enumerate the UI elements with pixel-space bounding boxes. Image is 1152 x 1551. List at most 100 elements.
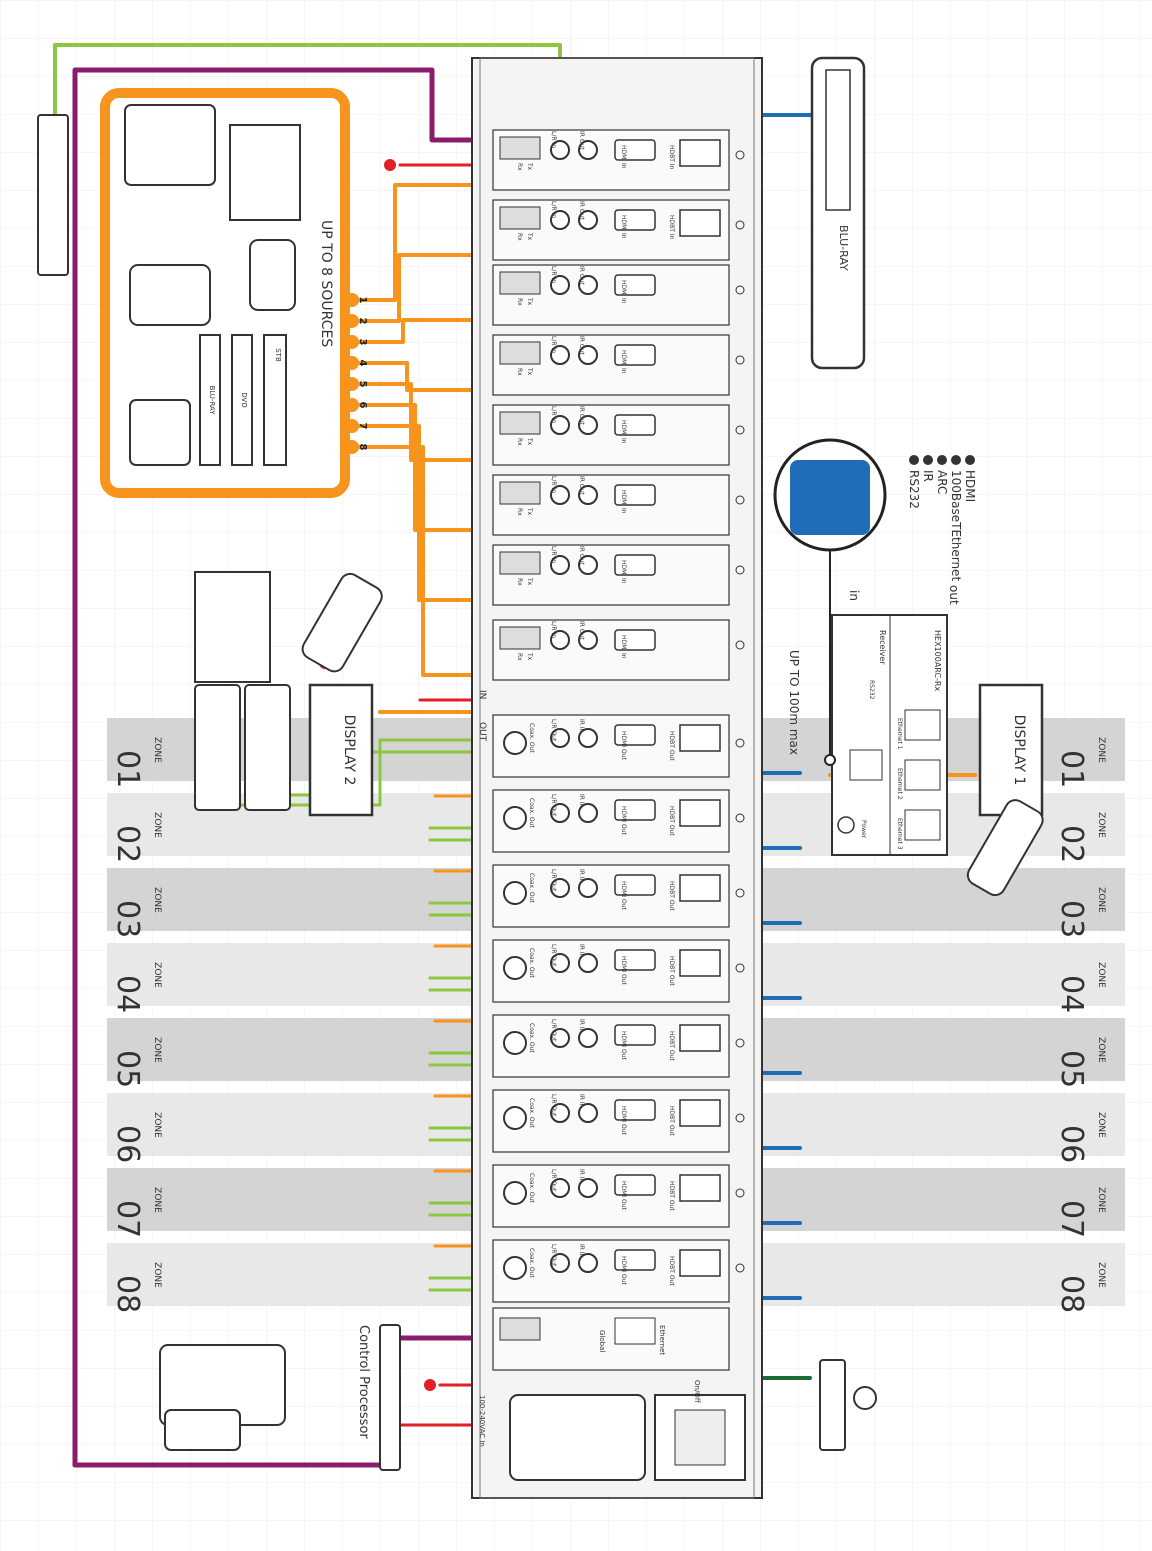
source-number-6: 6 xyxy=(357,402,368,409)
zone-number-left-5: 05 xyxy=(110,1050,145,1088)
legend-letter-C: C xyxy=(937,468,944,472)
power-inlet xyxy=(509,1394,646,1481)
control-wire-top xyxy=(72,67,503,1468)
lr-out-jack xyxy=(550,803,570,823)
zone-number-left-3: 03 xyxy=(110,900,145,938)
coax-out-jack xyxy=(503,1106,527,1130)
output-hdmi-label-7: HDMI Out xyxy=(620,1181,627,1211)
output-ir-label-7: IR In xyxy=(578,1169,585,1183)
output-card-4 xyxy=(492,939,745,1003)
input-card-3 xyxy=(492,264,745,326)
output-card-8 xyxy=(492,1239,745,1303)
output-card-6 xyxy=(492,1089,745,1153)
rs232-terminal xyxy=(499,206,541,230)
remote-right xyxy=(966,799,1044,897)
input-tx-label-5: Tx xyxy=(526,437,533,446)
output-ir-label-5: IR In xyxy=(578,1019,585,1033)
rs232-terminal xyxy=(499,341,541,365)
card-screw xyxy=(735,565,745,575)
output-hdmi-label-6: HDMI Out xyxy=(620,1106,627,1136)
zone-word-right-7: ZONE xyxy=(1096,1187,1106,1213)
hdmi-in-port xyxy=(614,139,656,161)
input-hdmi-label-6: HDMI In xyxy=(620,490,627,514)
zone-number-right-6: 06 xyxy=(1054,1125,1089,1163)
hdmi-out-port xyxy=(614,874,656,896)
legend-letter-D: D xyxy=(923,468,930,473)
input-card-6 xyxy=(492,474,745,536)
receiver-eth1-label: Ethernet 1 xyxy=(896,718,903,750)
zone-word-right-4: ZONE xyxy=(1096,962,1106,988)
lr-out-jack xyxy=(550,728,570,748)
hdmi-in-port xyxy=(614,344,656,366)
source-port-6 xyxy=(345,398,359,412)
lr-in-jack xyxy=(550,275,570,295)
input-ir-label-6: IR Out xyxy=(578,476,585,495)
card-screw xyxy=(735,495,745,505)
source-number-3: 3 xyxy=(357,339,368,346)
zone-word-right-2: ZONE xyxy=(1096,812,1106,838)
input-tx-label-3: Tx xyxy=(526,297,533,306)
output-hdbt-label-7: HDBT Out xyxy=(668,1181,675,1211)
ir-in-jack xyxy=(578,1178,598,1198)
camera-icon xyxy=(129,399,191,466)
output-lr-label-7: L/R Out xyxy=(550,1169,557,1192)
globe-icon xyxy=(853,1386,877,1410)
ir-in-jack xyxy=(578,728,598,748)
ir-out-jack xyxy=(578,275,598,295)
input-card-4 xyxy=(492,334,745,396)
hdbt-out-port xyxy=(679,874,721,902)
coax-out-jack xyxy=(503,956,527,980)
display-2-label: DISPLAY 2 xyxy=(341,715,357,786)
power-switch-rocker xyxy=(674,1409,726,1466)
hdmi-out-port xyxy=(614,799,656,821)
zone-word-right-5: ZONE xyxy=(1096,1037,1106,1063)
source-port-3 xyxy=(345,335,359,349)
input-tx-label-1: Tx xyxy=(526,162,533,171)
chassis-inner xyxy=(479,57,755,1499)
output-lr-label-4: L/R Out xyxy=(550,944,557,967)
input-rx-label-8: Rx xyxy=(516,653,523,661)
output-lr-label-3: L/R Out xyxy=(550,869,557,892)
zone-number-left-8: 08 xyxy=(110,1275,145,1313)
card-screw xyxy=(735,1188,745,1198)
zone-number-right-1: 01 xyxy=(1054,750,1089,788)
phone-icon xyxy=(164,1409,241,1451)
zone-word-right-8: ZONE xyxy=(1096,1262,1106,1288)
display-1-label: DISPLAY 1 xyxy=(1011,715,1027,786)
coax-out-jack xyxy=(503,731,527,755)
zone-word-left-6: ZONE xyxy=(152,1112,162,1138)
bluray-tray xyxy=(825,69,851,211)
matrix-power-label: 100-240VAC In xyxy=(478,1395,486,1447)
legend-text-B: 100BaseTEthernet xyxy=(949,470,963,581)
ir-in-jack xyxy=(578,953,598,973)
rs232-terminal xyxy=(499,481,541,505)
ir-in-jack xyxy=(578,1103,598,1123)
sources-title: UP TO 8 SOURCES xyxy=(318,220,334,347)
card-screw xyxy=(735,1038,745,1048)
source-port-7 xyxy=(345,419,359,433)
input-lr-label-2: L/R In xyxy=(550,201,557,218)
lr-out-jack xyxy=(550,1028,570,1048)
legend-in: in xyxy=(847,590,861,601)
input-tx-label-2: Tx xyxy=(526,232,533,241)
av-receiver xyxy=(194,684,241,811)
output-hdbt-label-3: HDBT Out xyxy=(668,881,675,911)
hdmi-out-port xyxy=(614,1249,656,1271)
matrix-chassis xyxy=(471,57,763,1499)
card-screw xyxy=(735,888,745,898)
output-lr-label-2: L/R Out xyxy=(550,794,557,817)
output-coax-label-3: Coax. Out xyxy=(528,873,535,903)
speakers xyxy=(194,571,271,683)
input-ir-label-3: IR Out xyxy=(578,266,585,285)
zone-word-left-4: ZONE xyxy=(152,962,162,988)
output-hdmi-label-1: HDMI Out xyxy=(620,731,627,761)
source-port-1 xyxy=(345,293,359,307)
card-screw xyxy=(735,963,745,973)
card-screw xyxy=(735,813,745,823)
bluray-source-icon xyxy=(199,334,221,466)
bluray-player xyxy=(810,56,866,370)
card-screw xyxy=(735,738,745,748)
source-number-8: 8 xyxy=(357,444,368,451)
